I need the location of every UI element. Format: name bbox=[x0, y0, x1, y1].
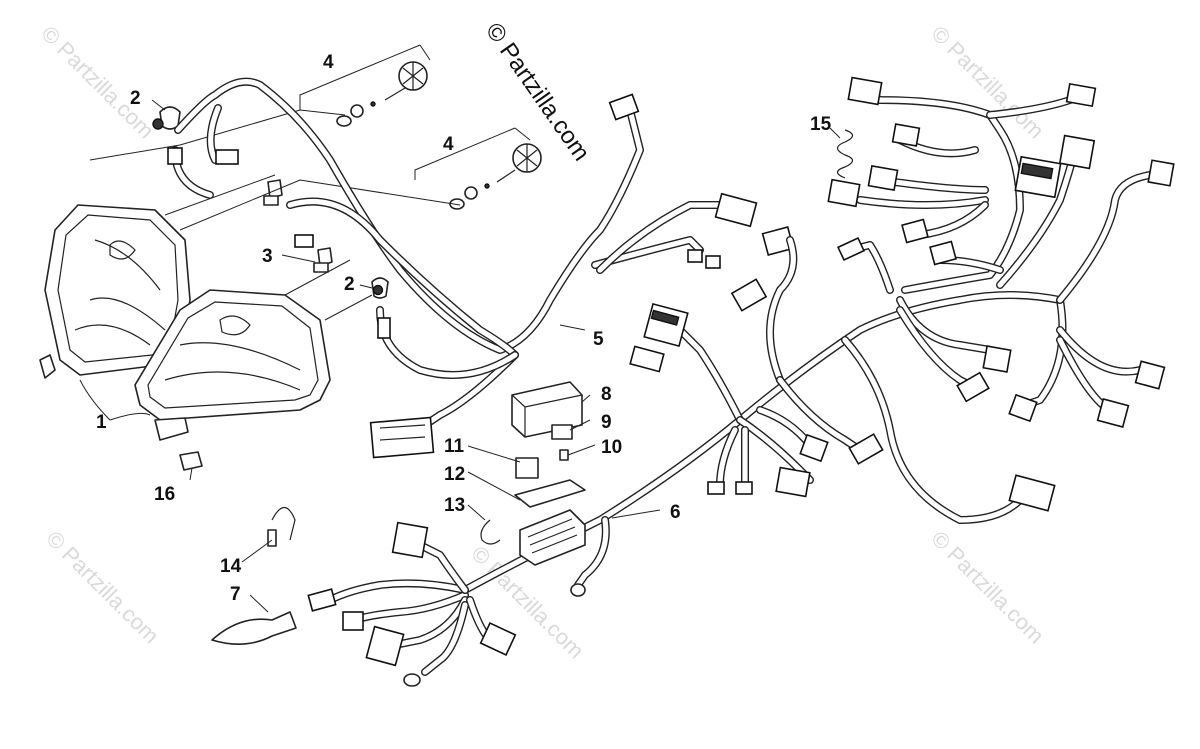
harness-5-connectors bbox=[167, 93, 795, 459]
harness-6-connectors bbox=[307, 76, 1175, 687]
bulb-3b bbox=[313, 247, 333, 273]
bulb-3a bbox=[263, 179, 283, 206]
callout-7: 7 bbox=[230, 584, 241, 605]
callout-16: 16 bbox=[154, 484, 175, 505]
watermark-top-right: © Partzilla.com bbox=[926, 21, 1049, 144]
callout-2b: 2 bbox=[344, 274, 355, 295]
headlight-left bbox=[39, 204, 191, 379]
adjuster-4b bbox=[449, 143, 542, 210]
callout-14: 14 bbox=[220, 556, 242, 577]
bulb-socket-2a bbox=[152, 106, 181, 130]
callout-12: 12 bbox=[444, 464, 465, 485]
clip-16 bbox=[179, 451, 203, 471]
callout-9: 9 bbox=[601, 412, 612, 433]
callout-5: 5 bbox=[593, 329, 604, 350]
callout-15: 15 bbox=[810, 114, 832, 135]
callout-13: 13 bbox=[444, 495, 465, 516]
copyright-text: © Partzilla.com bbox=[480, 18, 595, 166]
explode-lines bbox=[89, 44, 531, 321]
bulb-socket-2b bbox=[371, 277, 389, 299]
watermark-bottom-left: © Partzilla.com bbox=[41, 526, 164, 649]
callout-4b: 4 bbox=[443, 134, 454, 155]
callout-4a: 4 bbox=[323, 52, 334, 73]
callout-2a: 2 bbox=[130, 88, 141, 109]
callout-6: 6 bbox=[670, 502, 681, 523]
watermark-bottom-right: © Partzilla.com bbox=[926, 526, 1049, 649]
part-7-cable bbox=[211, 611, 297, 645]
callout-1: 1 bbox=[96, 412, 107, 433]
relay-11 bbox=[515, 457, 539, 479]
callout-8: 8 bbox=[601, 384, 612, 405]
fuse-panel-12-top bbox=[514, 479, 586, 508]
part-14-clip bbox=[267, 506, 296, 547]
harness-6 bbox=[326, 91, 1154, 676]
relay-cover-8 bbox=[511, 381, 583, 438]
callout-10: 10 bbox=[601, 437, 622, 458]
relay-9 bbox=[551, 424, 573, 440]
clip-13 bbox=[480, 519, 501, 545]
fuse-block-12 bbox=[519, 509, 586, 566]
callout-11: 11 bbox=[444, 436, 465, 457]
fuse-10 bbox=[559, 449, 569, 461]
callouts: 1 2 2 3 4 4 5 6 7 8 9 10 11 12 13 14 15 … bbox=[96, 52, 832, 605]
watermark-top-left: © Partzilla.com bbox=[36, 21, 159, 144]
headlight-right bbox=[134, 289, 331, 471]
adjuster-4a bbox=[336, 61, 428, 127]
callout-3: 3 bbox=[262, 246, 273, 267]
part-15-spring bbox=[836, 129, 854, 179]
leader-lines bbox=[79, 99, 841, 613]
